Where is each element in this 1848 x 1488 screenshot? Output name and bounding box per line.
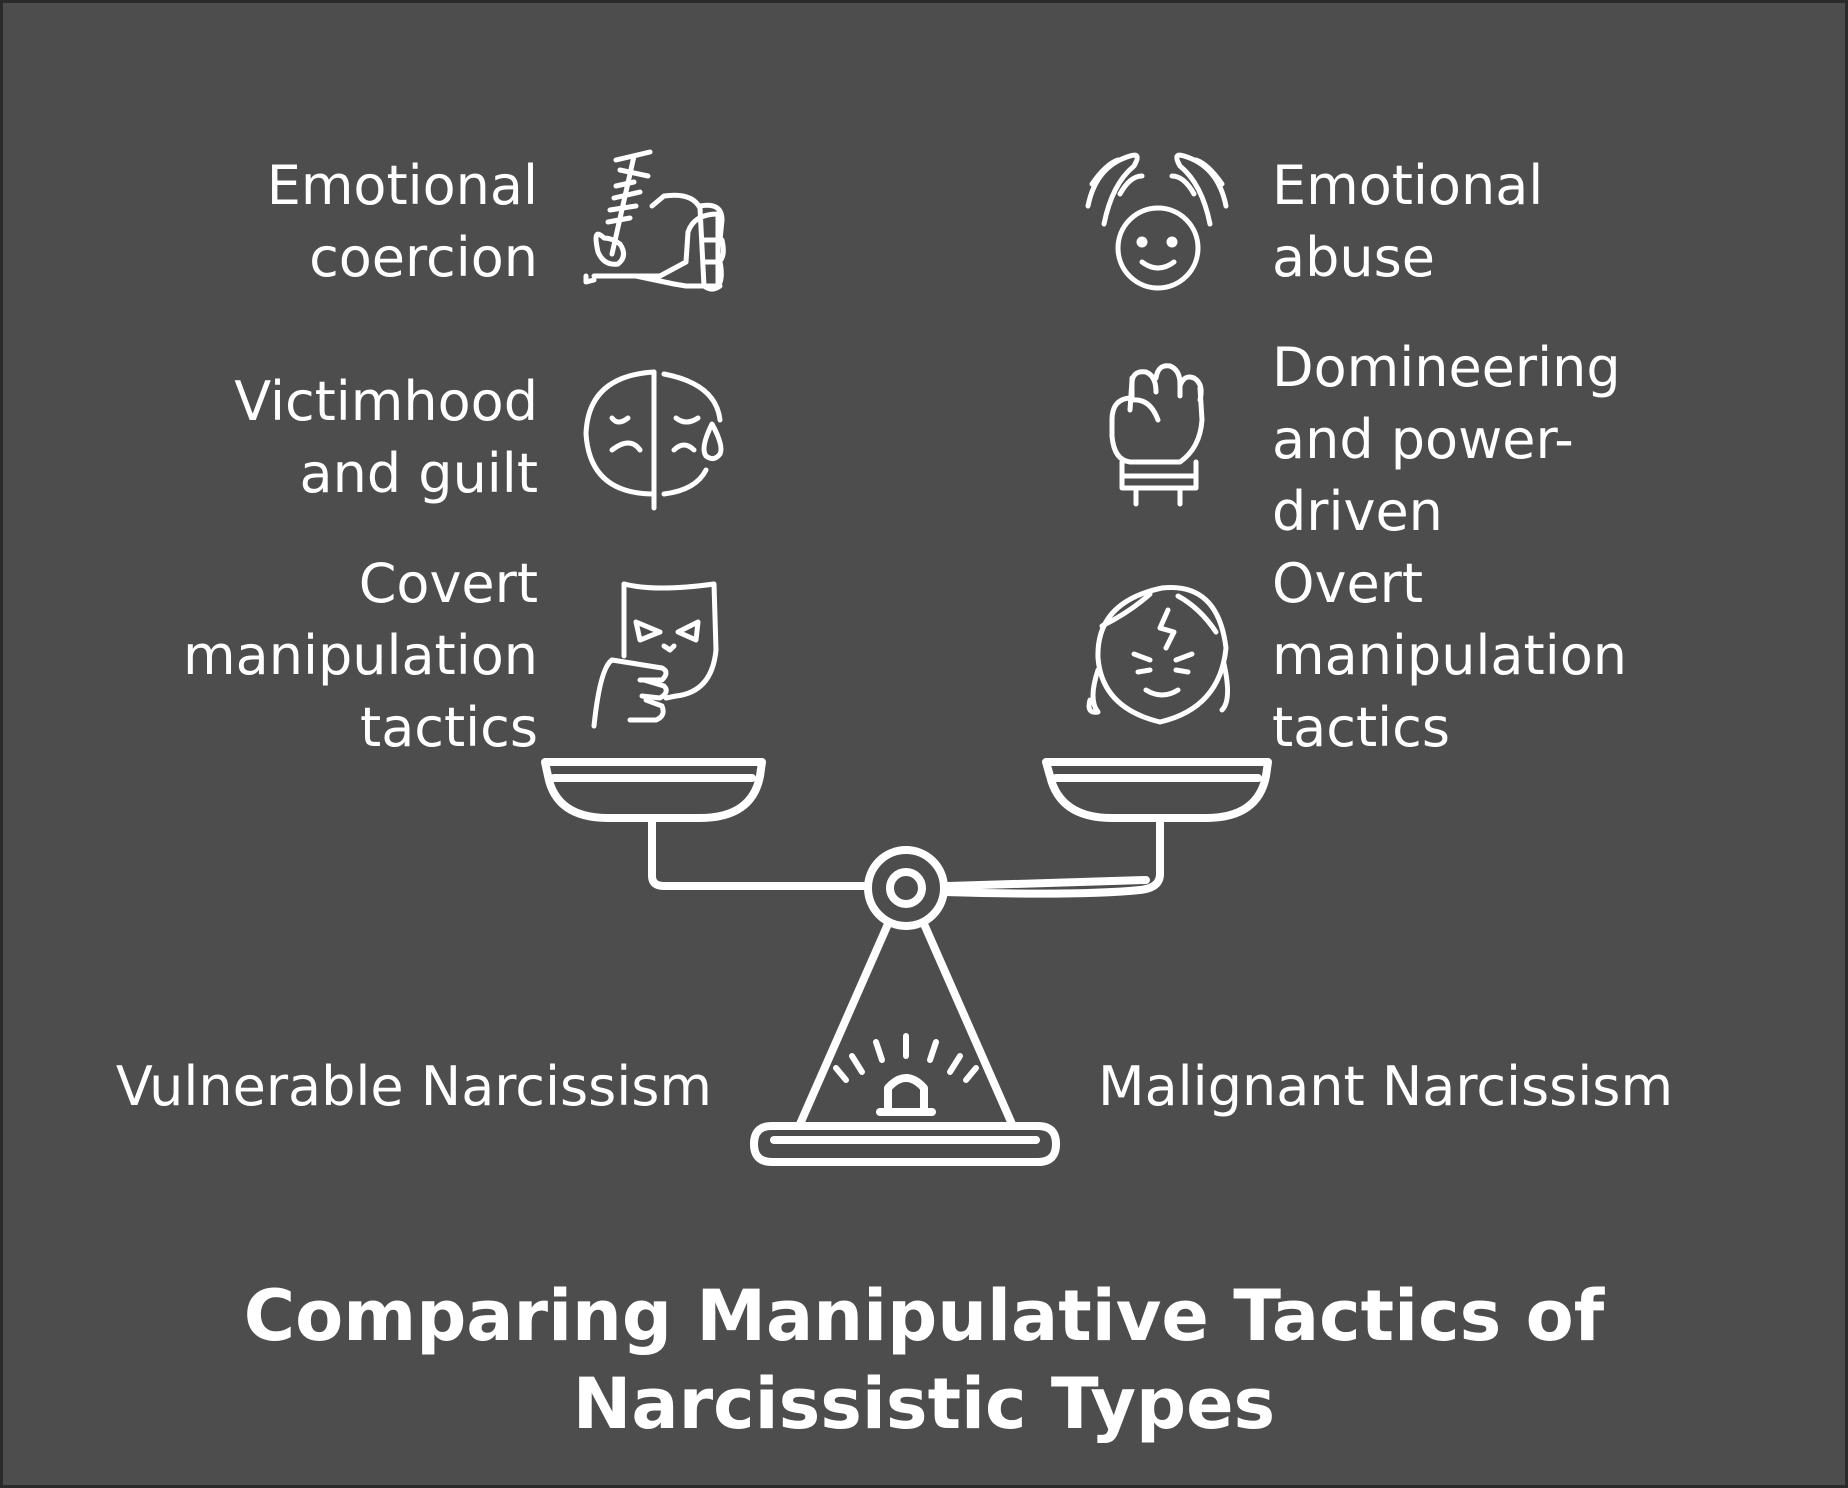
hands-over-face-icon	[1085, 152, 1229, 291]
hand-pulling-heart-icon	[583, 149, 726, 292]
tactic-label-domineering: Domineering and power- driven	[1272, 336, 1621, 543]
tactic-label-emotional-coercion: Emotional coercion	[266, 154, 538, 289]
raised-fist-icon	[1109, 363, 1205, 507]
angry-face-icon	[1086, 585, 1230, 725]
vulnerable-narcissism-label: Vulnerable Narcissism	[115, 1055, 712, 1118]
diagram-title: Comparing Manipulative Tactics of Narcis…	[243, 1275, 1605, 1445]
balance-scale-icon	[541, 758, 1272, 1166]
hand-holding-mask-icon	[591, 581, 719, 729]
tactic-label-overt-manipulation: Overt manipulation tactics	[1272, 552, 1627, 759]
malignant-narcissism-label: Malignant Narcissism	[1098, 1055, 1674, 1118]
tactic-label-victimhood-guilt: Victimhood and guilt	[234, 370, 538, 505]
tactic-label-covert-manipulation: Covert manipulation tactics	[183, 552, 538, 759]
half-sad-face-icon	[583, 369, 724, 511]
tactic-label-emotional-abuse: Emotional abuse	[1272, 154, 1544, 289]
